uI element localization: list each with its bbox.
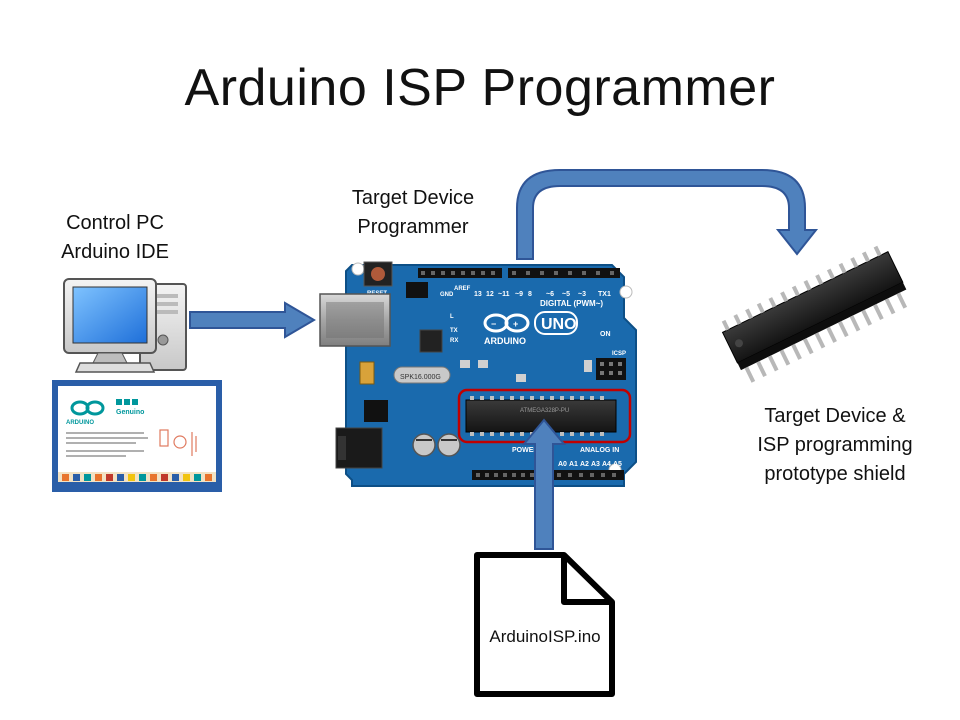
tx-label: TX [450,328,458,334]
power-label: POWER [512,447,538,454]
aref-label: AREF [454,286,471,292]
svg-text:A5: A5 [613,461,622,468]
svg-text:8: 8 [528,291,532,298]
svg-text:~5: ~5 [562,291,570,298]
svg-text:13: 13 [474,291,482,298]
arrow-pc-to-programmer [189,301,316,339]
arrow-file-to-programmer [521,418,567,550]
arduino-brand: ARDUINO [484,336,526,346]
svg-text:~6: ~6 [546,291,554,298]
svg-text:A2: A2 [580,461,589,468]
programmer-line1: Target Device [351,187,475,209]
rx-label: RX [450,338,458,344]
gnd-label: GND [440,292,454,298]
sketch-file-name: ArduinoISP.ino [489,627,601,646]
ide-brand: ARDUINO [66,420,94,426]
page-title: Arduino ISP Programmer [184,59,776,117]
crystal-marking: SPK16.000G [400,374,441,381]
target-line3: prototype shield [764,463,906,485]
arduino-logo-icon [70,400,105,416]
svg-text:A0: A0 [558,461,567,468]
uno-model: UNO [541,316,577,333]
svg-text:~11: ~11 [498,291,510,298]
svg-text:A4: A4 [602,461,611,468]
programmer-line2: Programmer [357,216,469,238]
target-chip [721,245,908,383]
target-line2: ISP programming [757,434,913,456]
svg-text:A3: A3 [591,461,600,468]
svg-text:~3: ~3 [578,291,586,298]
svg-text:+: + [513,319,518,329]
l-label: L [450,314,454,320]
on-label: ON [600,331,611,338]
chip-marking: ATMEGA328P-PU [520,408,569,414]
arrow-programmer-to-target [516,169,819,260]
target-label: Target Device & ISP programming prototyp… [730,402,940,489]
analog-label: ANALOG IN [580,447,619,454]
control-pc-label: Control PC Arduino IDE [30,209,200,267]
programmer-label: Target Device Programmer [318,184,508,242]
svg-text:A1: A1 [569,461,578,468]
digital-label: DIGITAL (PWM~) [540,299,603,308]
sketch-file-icon [474,552,615,697]
usb-connector [319,293,391,347]
ide-sub-brand: Genuino [116,409,144,416]
svg-text:12: 12 [486,291,494,298]
control-pc-line1: Control PC [66,212,164,234]
arduino-infinity-logo-icon: − + [483,313,530,333]
icsp-label: ICSP [612,351,626,357]
svg-text:−: − [491,319,496,329]
arduino-ide-splash: ARDUINO Genuino [52,380,222,492]
control-pc-line2: Arduino IDE [61,241,169,263]
target-line1: Target Device & [764,405,906,427]
computer-icon [63,278,187,373]
svg-text:~9: ~9 [515,291,523,298]
svg-text:TX1: TX1 [598,291,611,298]
